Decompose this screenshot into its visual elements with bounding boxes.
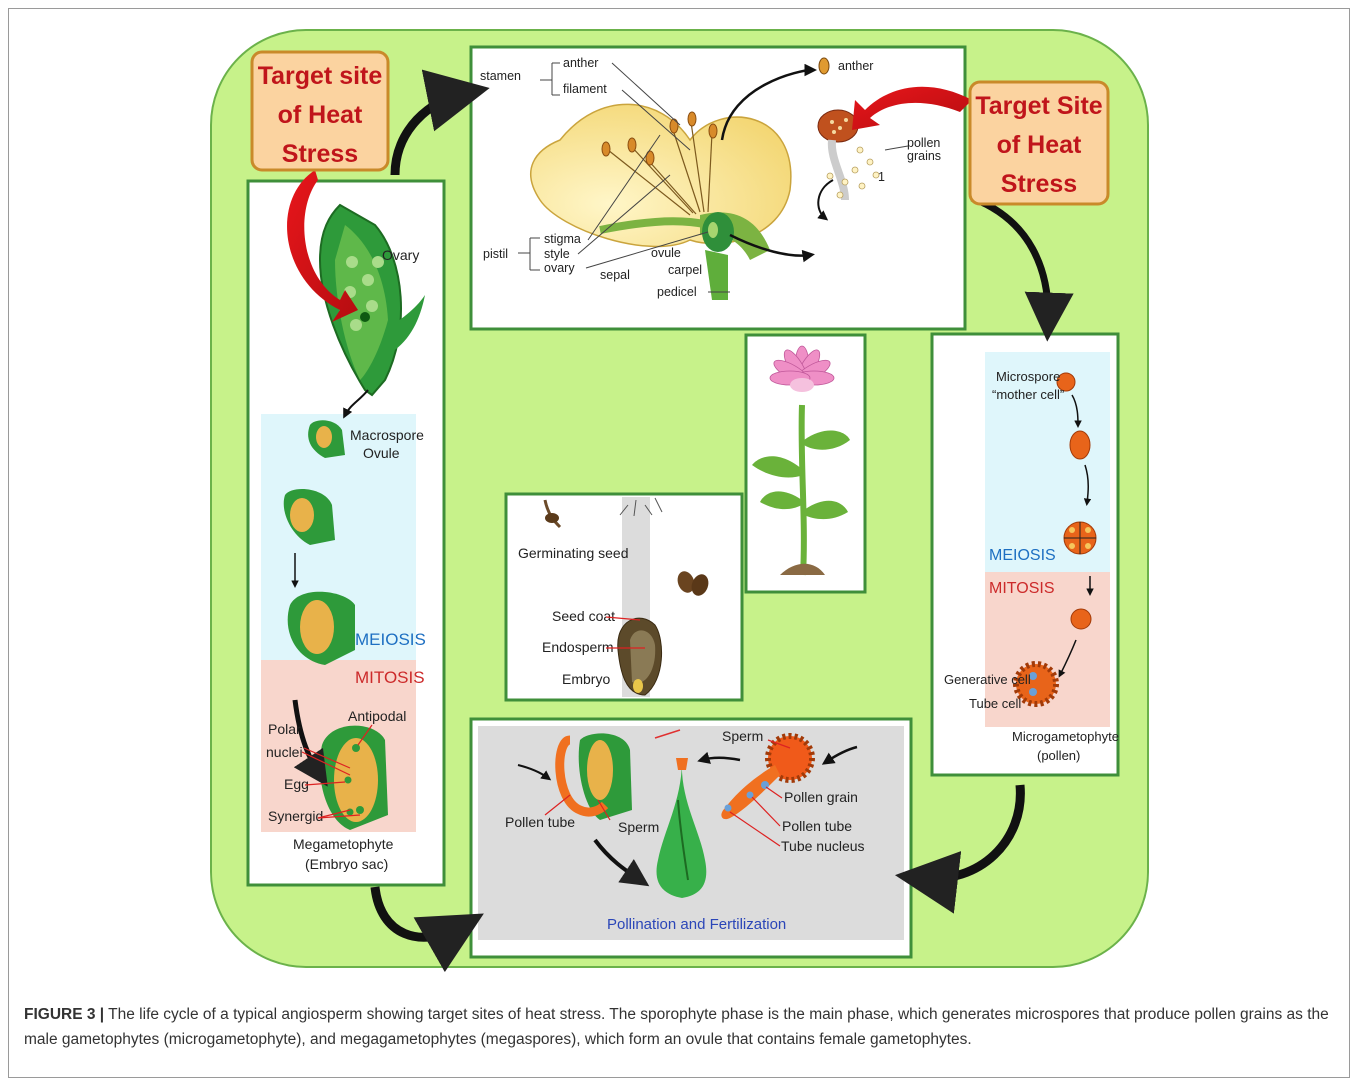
- target-box-right: Target Site of Heat Stress: [970, 82, 1108, 204]
- label-nuclei: nuclei: [266, 744, 303, 760]
- label-pollen: (pollen): [1037, 748, 1080, 763]
- caption-text: The life cycle of a typical angiosperm s…: [24, 1006, 1329, 1048]
- label-egg: Egg: [284, 776, 309, 792]
- label-pedicel: pedicel: [657, 285, 697, 299]
- pollination-panel: Sperm Pollen grain Pollen tube Tube nucl…: [471, 719, 911, 957]
- figure-caption: FIGURE 3 | The life cycle of a typical a…: [24, 1002, 1334, 1052]
- label-stamen: stamen: [480, 69, 521, 83]
- label-anther: anther: [563, 56, 598, 70]
- label-sepal: sepal: [600, 268, 630, 282]
- label-ovule-female: Ovule: [363, 445, 400, 461]
- label-grains: grains: [907, 149, 941, 163]
- label-megametophyte: Megametophyte: [293, 836, 394, 852]
- label-antipodal: Antipodal: [348, 708, 406, 724]
- label-ovule: ovule: [651, 246, 681, 260]
- flower-anatomy-panel: stamen anther filament pistil stigma sty…: [471, 47, 965, 329]
- target-right-line3: Stress: [1001, 170, 1077, 198]
- label-polar: Polar: [268, 721, 301, 737]
- label-pollen: pollen: [907, 136, 940, 150]
- label-anther-right: anther: [838, 59, 873, 73]
- label-carpel: carpel: [668, 263, 702, 277]
- label-ovary: ovary: [544, 261, 575, 275]
- label-macrospore: Macrospore: [350, 427, 424, 443]
- target-left-line1: Target site: [258, 62, 383, 90]
- label-embryo: Embryo: [562, 671, 610, 687]
- label-pollen-grain: Pollen grain: [784, 789, 858, 805]
- label-endosperm: Endosperm: [542, 639, 614, 655]
- label-microgametophyte: Microgametophyte: [1012, 729, 1119, 744]
- label-meiosis-male: MEIOSIS: [989, 547, 1056, 564]
- label-generative-cell: Generative cell: [944, 672, 1031, 687]
- target-box-left: Target site of Heat Stress: [252, 52, 388, 170]
- seed-panel: Germinating seed Seed coat Endosperm Emb…: [506, 494, 742, 700]
- sporophyte-plant-panel: [746, 335, 865, 592]
- label-mitosis-female: MITOSIS: [355, 668, 425, 687]
- target-right-line2: of Heat: [997, 131, 1082, 159]
- label-pistil: pistil: [483, 247, 508, 261]
- label-mitosis-male: MITOSIS: [989, 580, 1055, 597]
- label-tube-nucleus: Tube nucleus: [781, 838, 865, 854]
- label-sperm-top: Sperm: [722, 728, 763, 744]
- female-gametophyte-panel: Ovary Macrospore Ovule MEIOSIS MITOSIS P…: [248, 181, 444, 885]
- label-pollen-tube-right: Pollen tube: [782, 818, 852, 834]
- label-filament: filament: [563, 82, 607, 96]
- label-style: style: [544, 247, 570, 261]
- label-stigma: stigma: [544, 232, 581, 246]
- label-synergid: Synergid: [268, 808, 323, 824]
- label-seed-coat: Seed coat: [552, 608, 615, 624]
- male-gametophyte-panel: Microspore “mother cell” MEIOSIS MITOSIS…: [932, 334, 1119, 775]
- label-sperm-left: Sperm: [618, 819, 659, 835]
- label-mother-cell: “mother cell”: [992, 387, 1064, 402]
- life-cycle-diagram: stamen anther filament pistil stigma sty…: [0, 0, 1358, 985]
- label-pollen-tube-left: Pollen tube: [505, 814, 575, 830]
- label-one: 1: [878, 170, 885, 184]
- label-meiosis-female: MEIOSIS: [355, 630, 426, 649]
- label-microspore: Microspore: [996, 369, 1060, 384]
- target-right-line1: Target Site: [975, 92, 1102, 120]
- label-ovary-female: Ovary: [382, 247, 419, 263]
- target-left-line2: of Heat: [278, 101, 363, 129]
- label-tube-cell: Tube cell: [969, 696, 1021, 711]
- label-germinating-seed: Germinating seed: [518, 545, 629, 561]
- label-embryo-sac: (Embryo sac): [305, 856, 388, 872]
- target-left-line3: Stress: [282, 140, 358, 168]
- pollination-title: Pollination and Fertilization: [607, 916, 786, 933]
- caption-label: FIGURE 3 |: [24, 1006, 104, 1023]
